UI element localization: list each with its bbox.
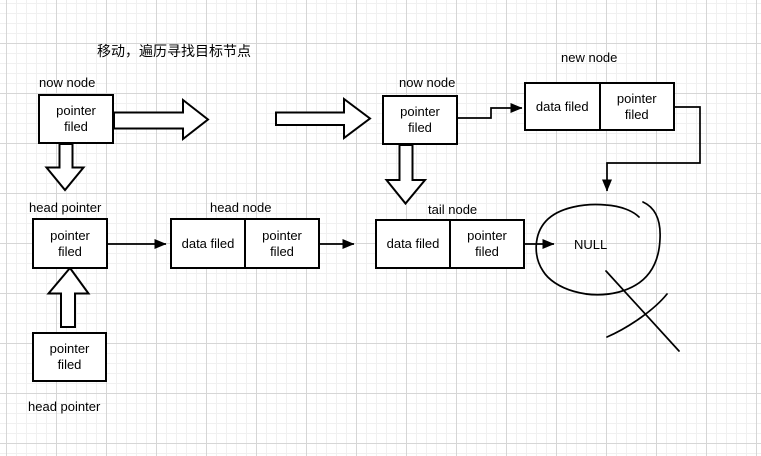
cell-text: pointer filed — [616, 90, 657, 122]
pointer-field-cell: pointer filed — [384, 97, 456, 143]
hollow-arrow-down-2 — [384, 144, 428, 206]
head-pointer-box: pointer filed — [32, 218, 108, 269]
cell-text: pointer filed — [56, 103, 96, 134]
cell-text: pointer filed — [49, 341, 90, 372]
handdrawn-circle — [535, 201, 661, 296]
null-value-text: NULL — [574, 237, 608, 252]
cell-text: data filed — [386, 236, 440, 251]
label-head-pointer-bottom: head pointer — [28, 399, 101, 414]
head-node-box: data filed pointer filed — [170, 218, 320, 269]
pointer-field-cell: pointer filed — [598, 84, 674, 129]
data-field-cell: data filed — [172, 220, 244, 267]
arrow-newnode-to-null — [602, 106, 701, 192]
arrow-nownode-to-newnode — [457, 103, 523, 119]
cell-text: data filed — [535, 98, 589, 114]
label-now-node-left: now node — [39, 75, 96, 90]
data-field-cell: data filed — [377, 221, 449, 267]
label-head-node: head node — [210, 200, 272, 215]
cross-stroke-1 — [605, 270, 680, 352]
cell-text: pointer filed — [50, 227, 90, 259]
now-node-left-box: pointer filed — [38, 94, 114, 144]
cell-text: pointer filed — [262, 227, 302, 259]
label-tail-node: tail node — [428, 202, 478, 217]
hollow-arrow-down-1 — [44, 143, 86, 192]
new-node-box: data filed pointer filed — [524, 82, 675, 131]
cell-text: data filed — [181, 235, 235, 251]
label-new-node: new node — [561, 50, 618, 65]
tail-node-box: data filed pointer filed — [375, 219, 525, 269]
pointer-field-cell: pointer filed — [34, 334, 105, 380]
data-field-cell: data filed — [526, 84, 599, 129]
hollow-arrow-up — [46, 266, 91, 328]
bottom-pointer-box: pointer filed — [32, 332, 107, 382]
diagram-title: 移动，遍历寻找目标节点 — [97, 43, 251, 59]
cell-text: pointer filed — [467, 228, 507, 259]
label-now-node-mid: now node — [399, 75, 456, 90]
cell-text: pointer filed — [400, 104, 440, 135]
cross-stroke-2 — [606, 293, 668, 338]
hollow-arrow-right-2 — [275, 97, 372, 140]
pointer-field-cell: pointer filed — [244, 220, 318, 267]
pointer-field-cell: pointer filed — [40, 96, 112, 142]
pointer-field-cell: pointer filed — [34, 220, 106, 267]
pointer-field-cell: pointer filed — [449, 221, 523, 267]
hollow-arrow-right-1 — [113, 97, 210, 142]
label-head-pointer-top: head pointer — [29, 200, 102, 215]
now-node-mid-box: pointer filed — [382, 95, 458, 145]
